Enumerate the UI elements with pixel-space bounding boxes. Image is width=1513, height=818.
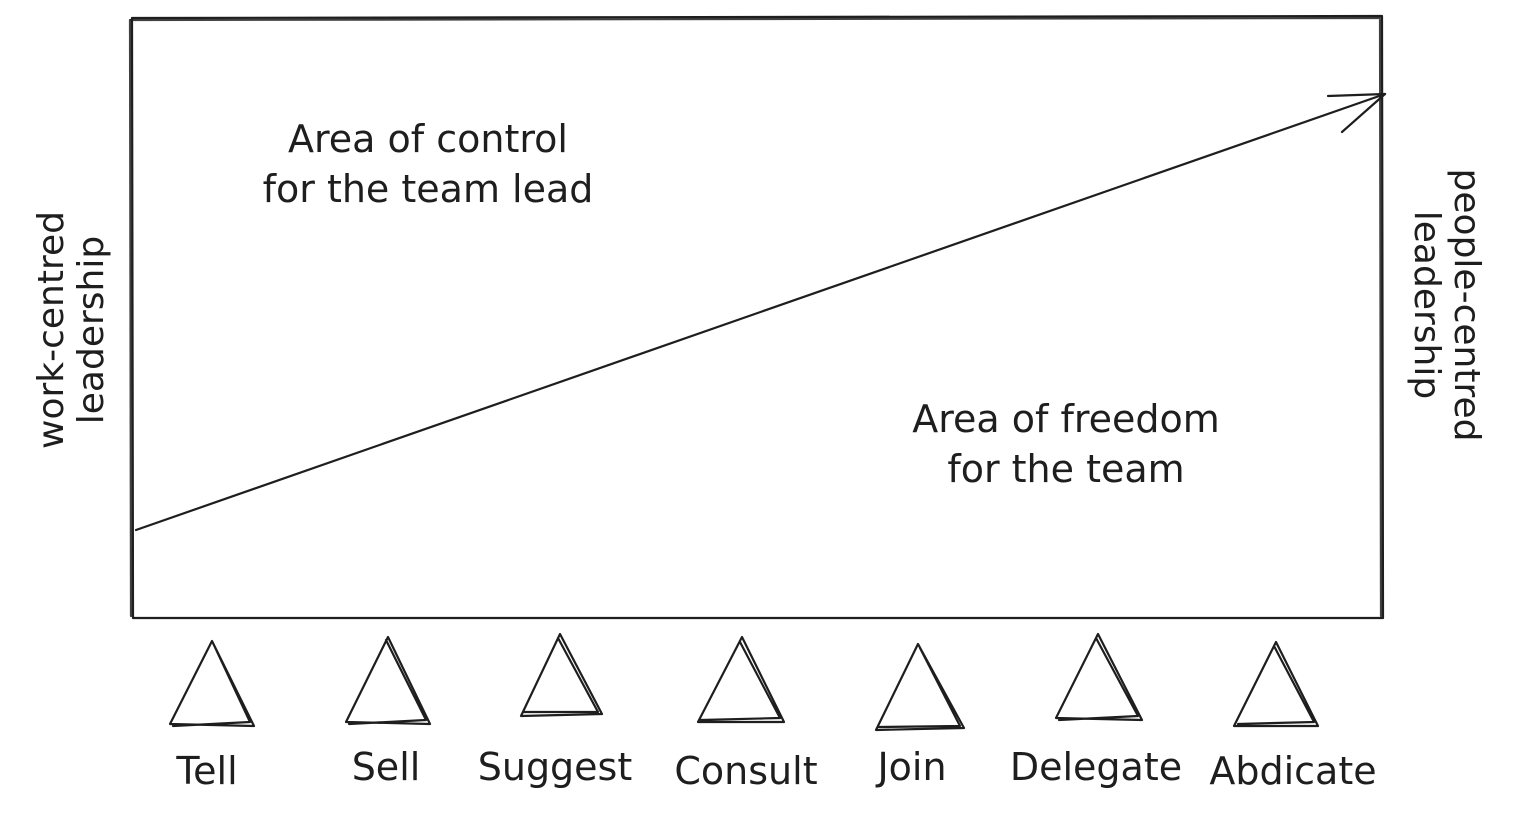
style-label-suggest: Suggest [478, 745, 633, 789]
control-area-label-line2: for the team lead [263, 167, 594, 211]
style-marker-consult: Consult [674, 635, 818, 793]
style-label-tell: Tell [175, 749, 237, 793]
right-axis-label-line1: people-centred [1446, 169, 1487, 442]
triangle-icon [168, 639, 256, 728]
freedom-area-label-line1: Area of freedom [912, 397, 1220, 441]
triangle-icon [696, 635, 786, 724]
style-label-abdicate: Abdicate [1209, 749, 1376, 793]
triangle-icon [1232, 640, 1320, 728]
style-marker-tell: Tell [168, 639, 256, 793]
style-marker-suggest: Suggest [478, 632, 633, 789]
left-axis-label: work-centred leadership [31, 211, 112, 449]
control-to-freedom-arrow [134, 92, 1387, 532]
left-axis-label-line1: work-centred [31, 211, 72, 449]
freedom-area-label-line2: for the team [947, 447, 1184, 491]
style-label-sell: Sell [352, 745, 421, 789]
triangle-icon [519, 632, 604, 718]
style-label-delegate: Delegate [1010, 745, 1182, 789]
style-label-consult: Consult [674, 749, 817, 793]
frame-box [128, 14, 1385, 620]
style-marker-sell: Sell [344, 635, 432, 789]
right-axis-label: people-centred leadership [1406, 169, 1487, 442]
style-marker-delegate: Delegate [1010, 632, 1182, 789]
control-area-label-line1: Area of control [288, 117, 568, 161]
style-marker-abdicate: Abdicate [1209, 640, 1377, 793]
style-marker-join: Join [874, 642, 966, 789]
right-axis-label-line2: leadership [1406, 211, 1447, 399]
triangle-icon [344, 635, 432, 726]
style-label-join: Join [875, 745, 946, 789]
triangle-icon [874, 642, 966, 732]
triangle-icon [1054, 632, 1144, 722]
left-axis-label-line2: leadership [71, 236, 112, 424]
